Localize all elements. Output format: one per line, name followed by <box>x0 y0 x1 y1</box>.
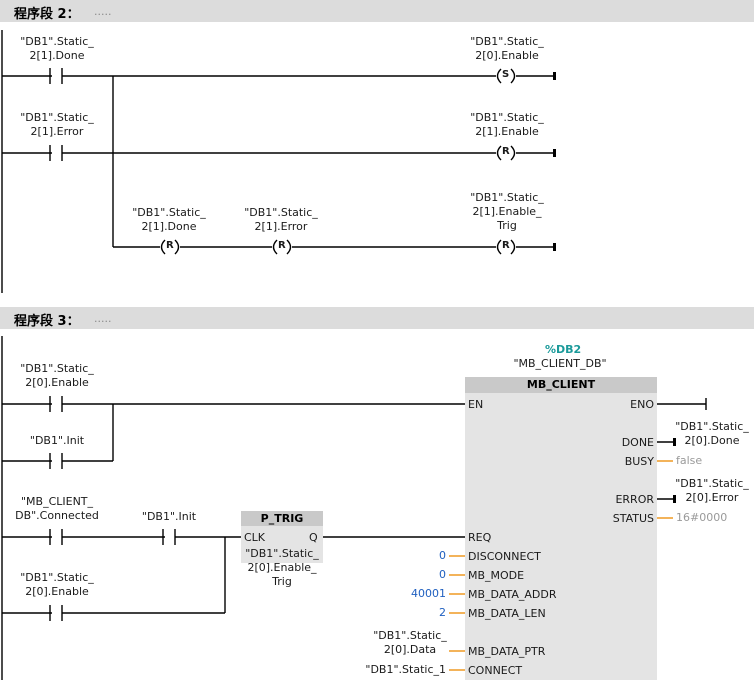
contact-enable-operand[interactable]: "DB1".Static_ 2[0].Enable <box>20 362 94 389</box>
pin-mb-data-ptr: MB_DATA_PTR <box>468 645 546 658</box>
contact-enable2-operand[interactable]: "DB1".Static_ 2[0].Enable <box>20 571 94 598</box>
network-3-header[interactable]: 程序段 3： ..... <box>0 307 754 329</box>
pin-mb-data-addr: MB_DATA_ADDR <box>468 588 557 601</box>
set-coil-letter: S <box>502 69 510 80</box>
contact-init-operand[interactable]: "DB1".Init <box>29 434 85 447</box>
pin-mb-data-len: MB_DATA_LEN <box>468 607 546 620</box>
network-2-title: 程序段 2： <box>14 7 80 22</box>
reset-coil-letter: R <box>166 240 174 251</box>
mb-client-block[interactable]: MB_CLIENT EN REQ DISCONNECT MB_MODE MB_D… <box>465 377 657 680</box>
p-trig-block[interactable]: P_TRIG CLK Q <box>241 511 323 563</box>
pin-disconnect: DISCONNECT <box>468 550 541 563</box>
mb-data-addr-value[interactable]: 40001 <box>411 587 446 600</box>
contact-connected-operand[interactable]: "MB_CLIENT_ DB".Connected <box>15 495 99 522</box>
reset-coil-enable-operand[interactable]: "DB1".Static_ 2[1].Enable <box>470 111 544 138</box>
pin-en: EN <box>468 398 484 411</box>
reset-coil-letter: R <box>502 146 510 157</box>
busy-output-value: false <box>676 454 703 467</box>
mb-data-len-value[interactable]: 2 <box>439 606 446 619</box>
error-output-operand[interactable]: "DB1".Static_ 2[0].Error <box>675 477 749 504</box>
network-3-title: 程序段 3： <box>14 314 80 329</box>
mb-data-ptr-value[interactable]: "DB1".Static_ 2[0].Data <box>373 629 447 656</box>
p-trig-operand[interactable]: "DB1".Static_ 2[0].Enable_ Trig <box>245 547 319 588</box>
reset-coil-error-operand[interactable]: "DB1".Static_ 2[1].Error <box>244 206 318 233</box>
reset-coil-letter: R <box>502 240 510 251</box>
mb-client-title: MB_CLIENT <box>465 377 657 393</box>
pin-error: ERROR <box>615 493 654 506</box>
reset-coil-done-operand[interactable]: "DB1".Static_ 2[1].Done <box>132 206 206 233</box>
instance-db-number: %DB2 <box>545 343 582 356</box>
contact-static-done-operand[interactable]: "DB1".Static_ 2[1].Done <box>20 35 94 62</box>
contact-static-error-operand[interactable]: "DB1".Static_ 2[1].Error <box>20 111 94 138</box>
set-coil-operand[interactable]: "DB1".Static_ 2[0].Enable <box>470 35 544 62</box>
contact-init2-operand[interactable]: "DB1".Init <box>141 510 197 523</box>
p-trig-q-pin: Q <box>309 531 318 544</box>
pin-mb-mode: MB_MODE <box>468 569 525 582</box>
pin-req: REQ <box>468 531 492 544</box>
pin-done: DONE <box>621 436 654 449</box>
reset-coil-trig-operand[interactable]: "DB1".Static_ 2[1].Enable_ Trig <box>470 191 544 232</box>
done-output-operand[interactable]: "DB1".Static_ 2[0].Done <box>675 420 749 447</box>
p-trig-title: P_TRIG <box>241 511 323 526</box>
pin-status: STATUS <box>612 512 654 525</box>
p-trig-clk-pin: CLK <box>244 531 266 544</box>
connect-value[interactable]: "DB1".Static_1 <box>365 663 446 676</box>
network-2-header[interactable]: 程序段 2： ..... <box>0 0 754 22</box>
mb-mode-value[interactable]: 0 <box>439 568 446 581</box>
pin-busy: BUSY <box>624 455 654 468</box>
disconnect-value[interactable]: 0 <box>439 549 446 562</box>
reset-coil-letter: R <box>278 240 286 251</box>
pin-connect: CONNECT <box>468 664 523 677</box>
instance-db-name[interactable]: "MB_CLIENT_DB" <box>513 357 607 370</box>
pin-eno: ENO <box>630 398 654 411</box>
network-3-comment[interactable]: ..... <box>94 312 112 325</box>
network-2-comment[interactable]: ..... <box>94 5 112 18</box>
status-output-value: 16#0000 <box>676 511 728 524</box>
